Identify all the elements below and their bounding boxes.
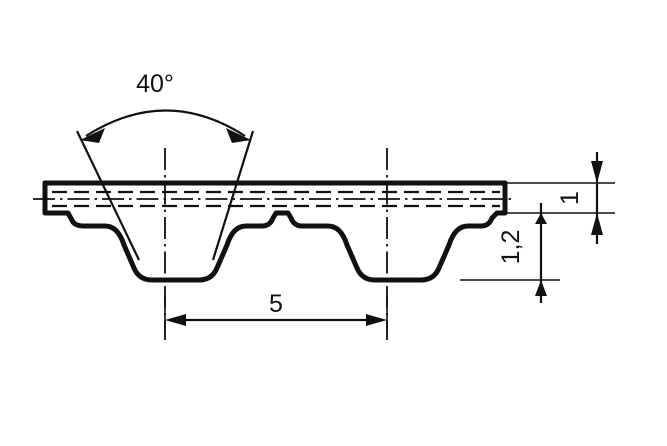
- tooth-flank-line-right: [211, 130, 255, 261]
- tooth-height-dimension-label: 1,2: [497, 230, 525, 265]
- tooth-height-arrow-bottom: [535, 280, 547, 296]
- angle-arrow-right: [226, 128, 251, 143]
- back-thickness-arrow-bottom: [591, 213, 603, 235]
- back-thickness-dimension-label: 1: [556, 191, 584, 205]
- pitch-dimension-label: 5: [269, 290, 283, 318]
- angle-dimension-label: 40°: [136, 70, 174, 98]
- tooth-height-arrow-top: [535, 213, 547, 224]
- pitch-arrow-left: [165, 314, 186, 326]
- tooth-flank-line-left: [76, 130, 140, 261]
- belt-tooth-profile-contour: [42, 210, 508, 283]
- pitch-arrow-right: [366, 314, 387, 326]
- angle-arrow-left: [80, 128, 105, 143]
- angle-arc: [85, 109, 246, 137]
- back-thickness-arrow-top: [591, 161, 603, 183]
